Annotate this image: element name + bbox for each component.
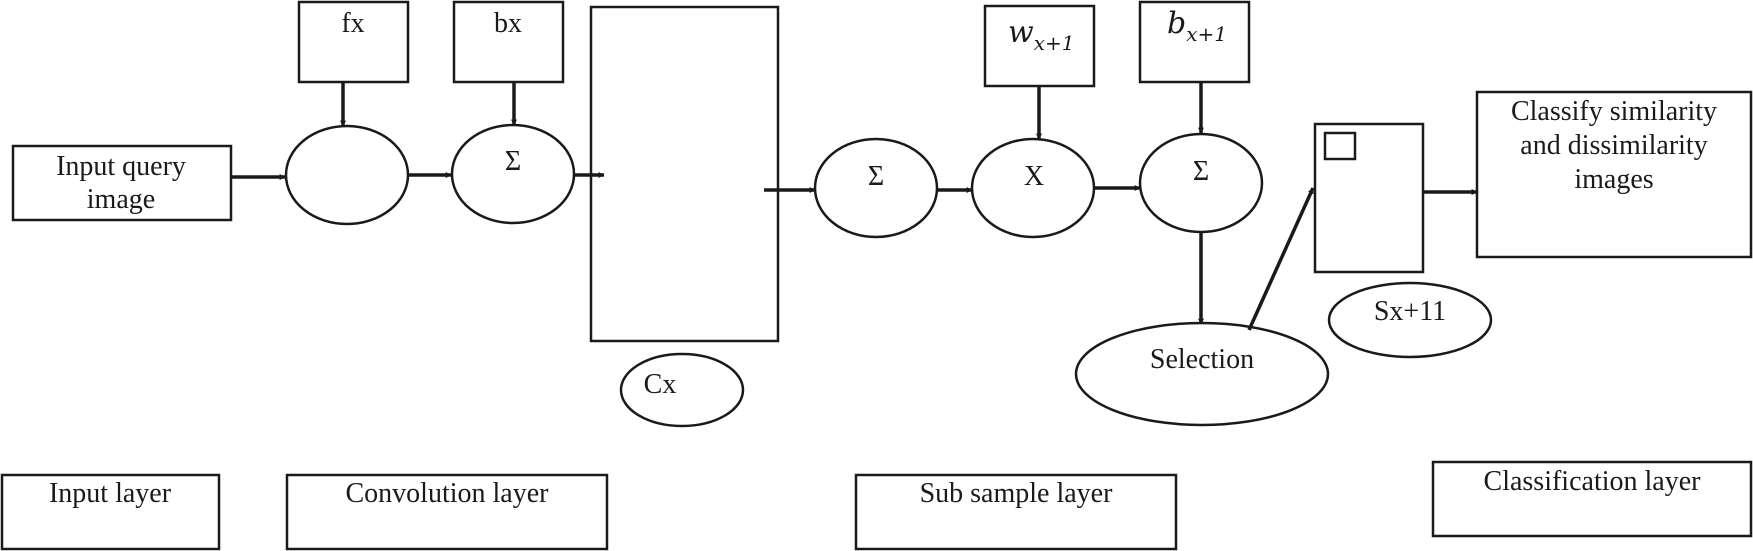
weight-label: wx+1 bbox=[1008, 15, 1074, 55]
activation-node bbox=[284, 124, 410, 226]
sum-node-bias: Σ bbox=[1138, 132, 1264, 234]
classification-layer-box: Classification layer bbox=[1431, 460, 1753, 538]
cx-label: Cx bbox=[644, 369, 677, 400]
subsample-layer-label: Sub sample layer bbox=[920, 478, 1114, 509]
bias-subscript: x+1 bbox=[1186, 22, 1227, 46]
classification-layer-label: Classification layer bbox=[1484, 466, 1702, 497]
sum-symbol: Σ bbox=[505, 146, 521, 177]
multiply-node: X bbox=[970, 137, 1096, 239]
subsample-layer-box: Sub sample layer bbox=[854, 473, 1178, 551]
subsample-map-inner-square bbox=[1323, 131, 1357, 161]
classify-node: Classify similarity and dissimilarity im… bbox=[1475, 90, 1753, 259]
bx-label: bx bbox=[494, 8, 522, 39]
bias-symbol: b bbox=[1167, 6, 1186, 41]
weight-subscript: x+1 bbox=[1034, 31, 1075, 55]
arrow-selection-to-subsample-map bbox=[1247, 187, 1315, 331]
input-query-node: Input query image bbox=[11, 144, 233, 222]
sx-node: Sx+11 bbox=[1327, 281, 1493, 359]
classify-label-line3: images bbox=[1574, 164, 1653, 195]
weight-node: wx+1 bbox=[983, 4, 1096, 88]
sum-symbol: Σ bbox=[868, 161, 884, 192]
bias-label: bx+1 bbox=[1167, 6, 1227, 46]
cx-node: Cx bbox=[619, 352, 745, 428]
feature-map-box bbox=[589, 5, 780, 343]
convolution-layer-box: Convolution layer bbox=[285, 473, 609, 551]
bx-node: bx bbox=[452, 0, 565, 84]
subsample-map-node bbox=[1313, 122, 1425, 274]
sx-label: Sx+11 bbox=[1374, 296, 1446, 327]
multiply-symbol: X bbox=[1024, 161, 1044, 192]
sum-node-subsample: Σ bbox=[813, 137, 939, 239]
selection-node: Selection bbox=[1074, 321, 1330, 427]
weight-symbol: w bbox=[1008, 15, 1034, 50]
selection-label: Selection bbox=[1150, 344, 1254, 375]
classify-label-line2: and dissimilarity bbox=[1520, 130, 1707, 161]
input-layer-label: Input layer bbox=[49, 478, 172, 509]
fx-node: fx bbox=[297, 0, 410, 84]
bias-node: bx+1 bbox=[1138, 0, 1251, 84]
input-layer-box: Input layer bbox=[0, 473, 221, 551]
fx-label: fx bbox=[341, 8, 364, 39]
convolution-layer-label: Convolution layer bbox=[346, 478, 550, 509]
sum-node-convolution: Σ bbox=[450, 123, 576, 225]
input-query-label-line1: Input query bbox=[56, 151, 186, 182]
sum-symbol: Σ bbox=[1193, 156, 1209, 187]
input-query-label-line2: image bbox=[87, 184, 155, 215]
classify-label-line1: Classify similarity bbox=[1511, 96, 1717, 127]
